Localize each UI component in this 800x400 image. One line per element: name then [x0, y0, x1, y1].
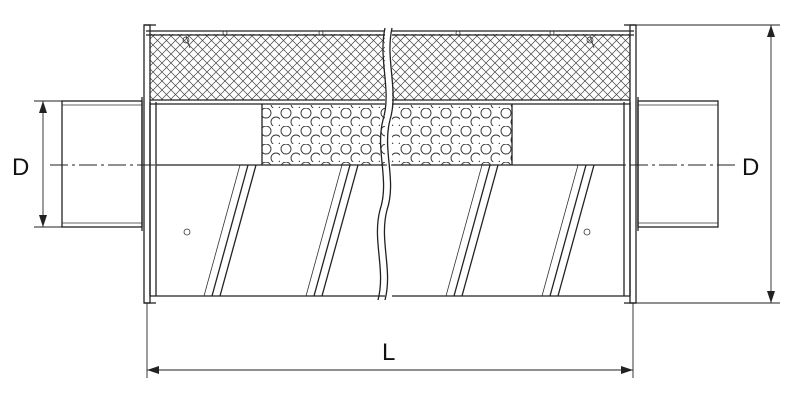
right-diameter-label: D [742, 154, 759, 181]
right-pipe-stub [637, 97, 719, 231]
right-diameter-dimension [636, 24, 780, 304]
left-pipe-stub [61, 97, 143, 231]
band-clips [182, 30, 595, 49]
body-left-half [146, 30, 385, 297]
length-dimension [146, 303, 634, 378]
rivets [183, 228, 591, 236]
body-right-half [392, 30, 634, 297]
length-label: L [382, 339, 395, 366]
left-diameter-dimension [34, 100, 62, 228]
left-diameter-label: D [12, 154, 29, 181]
